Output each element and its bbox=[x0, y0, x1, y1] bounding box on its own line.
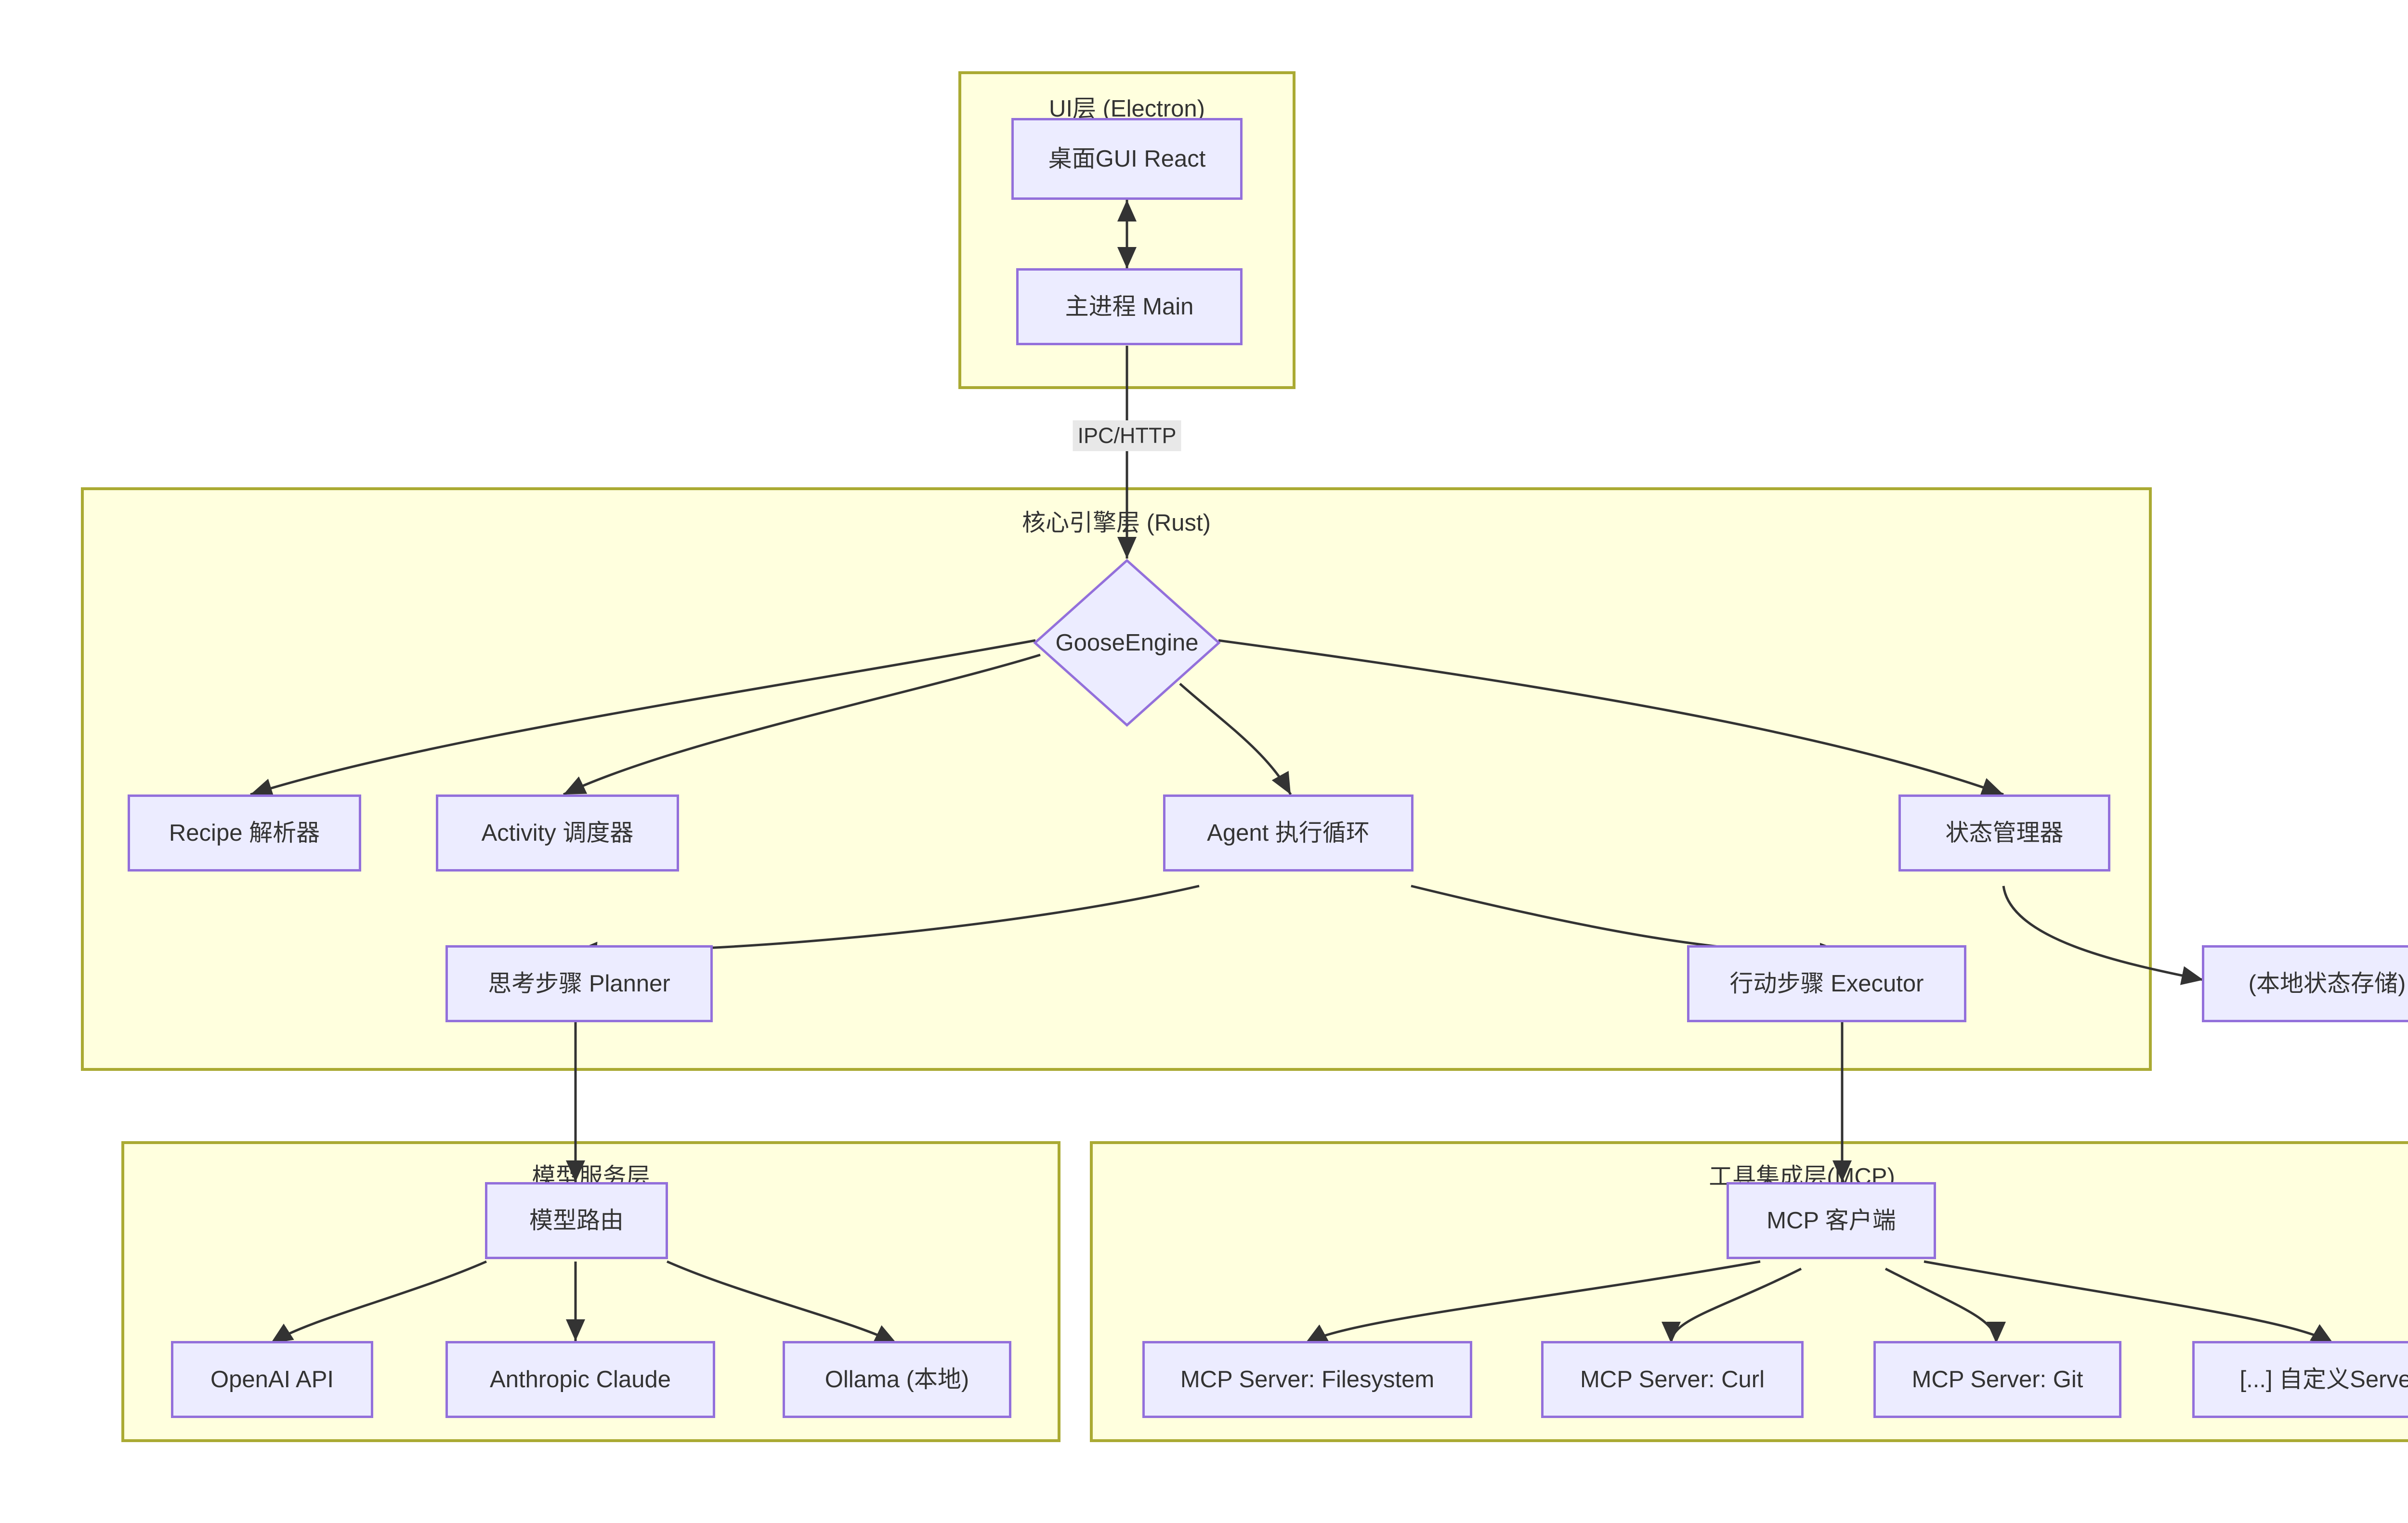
node-action-step-executor-label: 行动步骤 Executor bbox=[1729, 970, 1924, 997]
node-mcp-server-custom-label: [...] 自定义Server bbox=[2239, 1366, 2408, 1393]
rhombus-shape bbox=[1033, 559, 1221, 727]
node-mcp-server-curl-label: MCP Server: Curl bbox=[1580, 1366, 1765, 1393]
node-mcp-server-custom[interactable]: [...] 自定义Server bbox=[2192, 1341, 2408, 1418]
subgraph-ui-layer-title: UI层 (Electron) bbox=[1048, 96, 1205, 122]
node-mcp-server-filesystem[interactable]: MCP Server: Filesystem bbox=[1142, 1341, 1472, 1418]
edge-label-ipc-http: IPC/HTTP bbox=[1073, 420, 1181, 451]
node-mcp-server-git-label: MCP Server: Git bbox=[1911, 1366, 2083, 1393]
subgraph-core-engine-layer-title: 核心引擎层 (Rust) bbox=[1021, 510, 1211, 536]
node-main-process[interactable]: 主进程 Main bbox=[1016, 268, 1243, 345]
node-state-manager-label: 状态管理器 bbox=[1945, 820, 2064, 846]
node-anthropic-claude-label: Anthropic Claude bbox=[490, 1366, 671, 1393]
node-mcp-server-filesystem-label: MCP Server: Filesystem bbox=[1180, 1366, 1435, 1393]
node-mcp-server-git[interactable]: MCP Server: Git bbox=[1873, 1341, 2121, 1418]
node-model-router-label: 模型路由 bbox=[529, 1207, 624, 1234]
node-activity-scheduler[interactable]: Activity 调度器 bbox=[436, 794, 679, 872]
node-openai-api[interactable]: OpenAI API bbox=[171, 1341, 373, 1418]
node-thinking-step-planner[interactable]: 思考步骤 Planner bbox=[445, 945, 713, 1022]
node-ollama-local-label: Ollama (本地) bbox=[824, 1366, 969, 1393]
node-goose-engine[interactable]: GooseEngine bbox=[1033, 559, 1221, 727]
node-openai-api-label: OpenAI API bbox=[210, 1366, 334, 1393]
node-thinking-step-planner-label: 思考步骤 Planner bbox=[488, 970, 670, 997]
node-mcp-server-curl[interactable]: MCP Server: Curl bbox=[1541, 1341, 1804, 1418]
node-agent-execution-loop[interactable]: Agent 执行循环 bbox=[1163, 794, 1413, 872]
node-model-router[interactable]: 模型路由 bbox=[485, 1182, 668, 1259]
node-agent-execution-loop-label: Agent 执行循环 bbox=[1207, 820, 1370, 846]
node-main-process-label: 主进程 Main bbox=[1065, 293, 1194, 320]
node-anthropic-claude[interactable]: Anthropic Claude bbox=[445, 1341, 715, 1418]
node-mcp-client[interactable]: MCP 客户端 bbox=[1727, 1182, 1936, 1259]
node-ollama-local[interactable]: Ollama (本地) bbox=[783, 1341, 1011, 1418]
node-local-state-storage-label: (本地状态存储) bbox=[2248, 970, 2406, 997]
node-local-state-storage[interactable]: (本地状态存储) bbox=[2202, 945, 2408, 1022]
node-mcp-client-label: MCP 客户端 bbox=[1767, 1207, 1896, 1234]
node-action-step-executor[interactable]: 行动步骤 Executor bbox=[1687, 945, 1966, 1022]
node-recipe-parser[interactable]: Recipe 解析器 bbox=[128, 794, 361, 872]
node-goose-engine-label: GooseEngine bbox=[1055, 630, 1199, 656]
node-desktop-gui-react-label: 桌面GUI React bbox=[1048, 145, 1206, 172]
node-state-manager[interactable]: 状态管理器 bbox=[1898, 794, 2110, 872]
node-desktop-gui-react[interactable]: 桌面GUI React bbox=[1011, 118, 1243, 200]
node-recipe-parser-label: Recipe 解析器 bbox=[169, 820, 320, 846]
node-activity-scheduler-label: Activity 调度器 bbox=[481, 820, 634, 846]
